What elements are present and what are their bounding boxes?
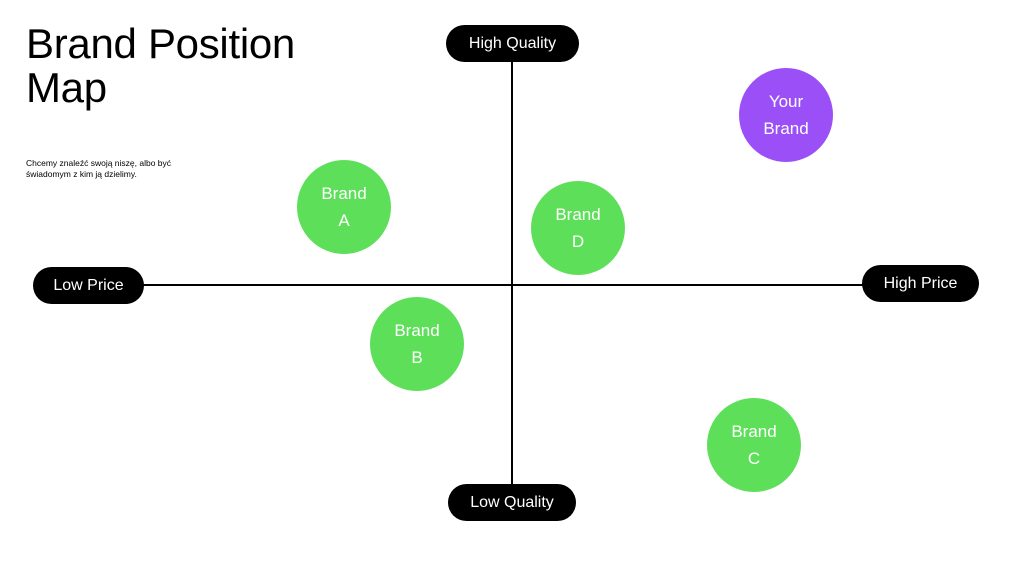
brand-d-label: Brand D: [555, 205, 601, 251]
page-subtitle: Chcemy znaleźć swoją niszę, albo być świ…: [26, 158, 172, 179]
low-quality-label: Low Quality: [448, 484, 576, 521]
page-title: Brand Position Map: [26, 20, 295, 111]
brand-d-bubble: Brand D: [531, 181, 625, 275]
your-brand-label: Your Brand: [763, 92, 809, 138]
brand-b-label: Brand B: [394, 321, 440, 367]
low-price-label: Low Price: [33, 267, 144, 304]
your-brand-bubble: Your Brand: [739, 68, 833, 162]
brand-c-label: Brand C: [731, 422, 777, 468]
price-axis-line: [140, 284, 865, 286]
brand-c-bubble: Brand C: [707, 398, 801, 492]
high-quality-label: High Quality: [446, 25, 579, 62]
high-price-label: High Price: [862, 265, 979, 302]
brand-a-label: Brand A: [321, 184, 367, 230]
quality-axis-line: [511, 60, 513, 490]
brand-a-bubble: Brand A: [297, 160, 391, 254]
brand-b-bubble: Brand B: [370, 297, 464, 391]
